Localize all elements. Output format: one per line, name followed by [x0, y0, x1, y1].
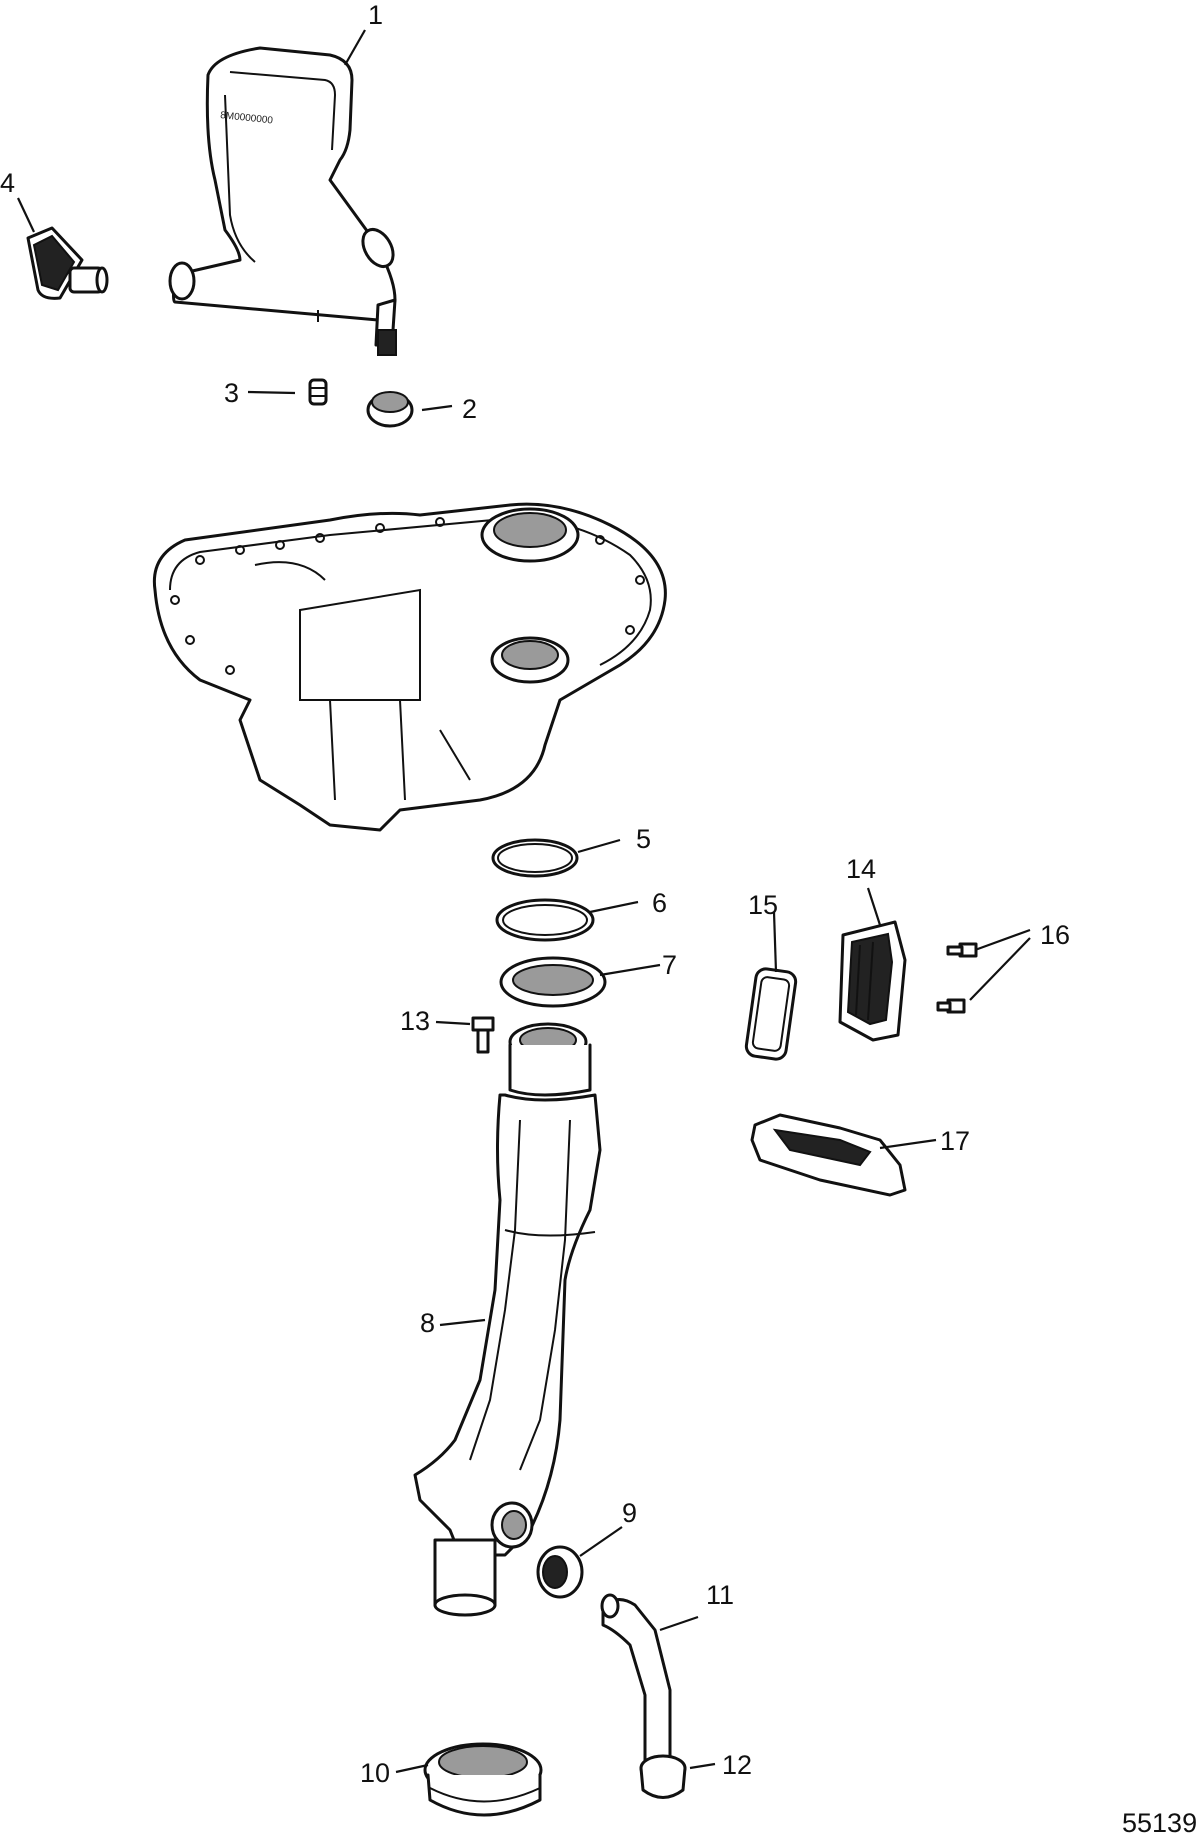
callout-13: 13 — [400, 1006, 430, 1036]
o-ring-small-part — [491, 838, 579, 878]
callout-16: 16 — [1040, 920, 1070, 950]
callout-12: 12 — [722, 1750, 752, 1780]
elbow-fitting-part — [26, 226, 109, 300]
callout-5: 5 — [636, 824, 651, 854]
callout-17: 17 — [940, 1126, 970, 1156]
cap-part — [639, 1754, 687, 1799]
gasket-part — [744, 967, 798, 1061]
callout-1: 1 — [368, 0, 383, 30]
figure-number: 55139 — [1122, 1808, 1197, 1838]
callout-7: 7 — [662, 950, 677, 980]
oil-tank-part: 8M0000000 — [168, 46, 397, 356]
screws-part — [936, 942, 978, 1014]
callout-15: 15 — [748, 890, 778, 920]
filter-screen-part — [838, 920, 907, 1042]
callout-4: 4 — [0, 168, 15, 198]
callout-6: 6 — [652, 888, 667, 918]
callout-8: 8 — [420, 1308, 435, 1338]
callout-14: 14 — [846, 854, 876, 884]
callout-11: 11 — [706, 1580, 734, 1610]
o-ring-small-inner — [497, 843, 573, 873]
screw-part — [471, 1016, 495, 1054]
grommet-lower-part — [536, 1545, 584, 1599]
callout-3: 3 — [224, 378, 239, 408]
leader-lines — [17, 29, 1031, 1774]
o-ring-medium-inner — [502, 904, 588, 936]
adapter-plate-housing — [152, 502, 667, 832]
cover-part — [750, 1113, 907, 1197]
callout-10: 10 — [360, 1758, 390, 1788]
oil-pickup-tube-part — [413, 1022, 602, 1617]
o-ring-medium-part — [495, 898, 595, 942]
elbow-tube-part — [600, 1593, 672, 1773]
callout-9: 9 — [622, 1498, 637, 1528]
bellows-seal-part — [423, 1742, 543, 1817]
seal-ring-inner — [512, 964, 594, 996]
callout-labels: 1 2 3 4 5 6 7 8 9 10 11 12 13 14 15 16 1… — [0, 0, 1070, 1788]
callout-2: 2 — [462, 394, 477, 424]
grommet-part — [366, 391, 414, 428]
plug-part — [308, 378, 328, 406]
